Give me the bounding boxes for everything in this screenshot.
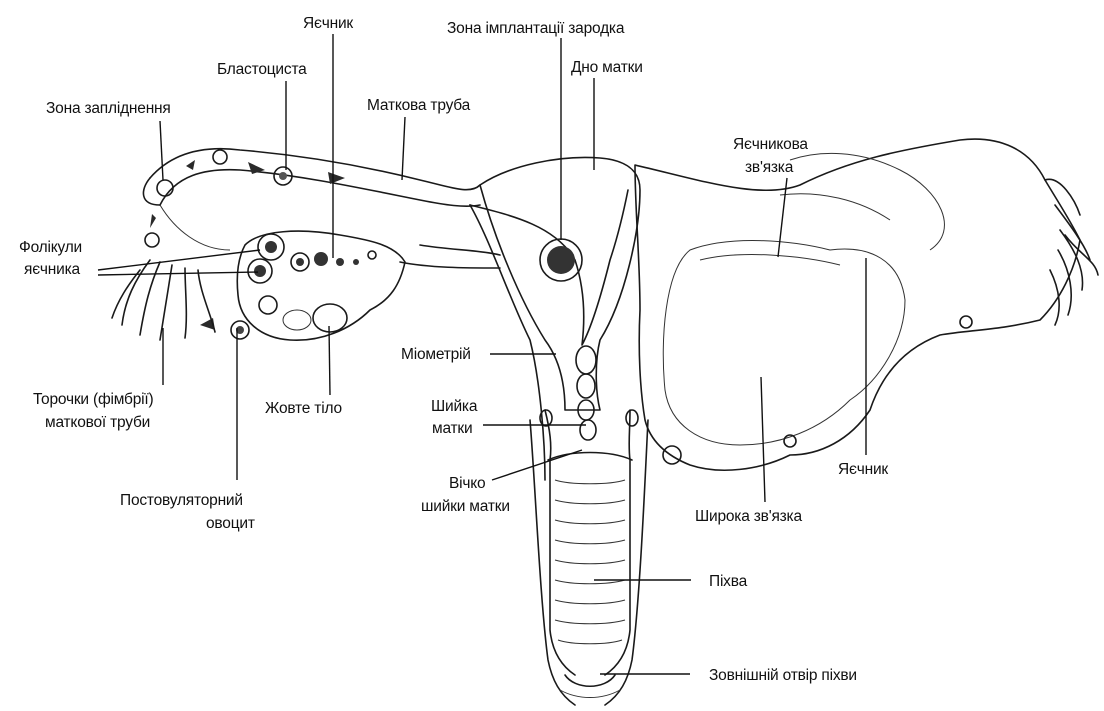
label-external-os-2: шийки матки bbox=[421, 497, 510, 516]
label-implantation-zone: Зона імплантації зародка bbox=[447, 19, 624, 38]
label-follicles-1: Фолікули bbox=[19, 238, 82, 257]
uterus-body bbox=[470, 157, 640, 440]
label-fertilization-zone: Зона запліднення bbox=[46, 99, 171, 118]
label-ovary-top: Яєчник bbox=[303, 14, 353, 33]
label-cervix-1: Шийка bbox=[431, 397, 477, 416]
label-external-os-1: Вічко bbox=[449, 474, 485, 493]
vagina-shape bbox=[530, 410, 648, 705]
label-broad-ligament: Широка зв'язка bbox=[695, 507, 802, 526]
label-postovulatory-2: овоцит bbox=[206, 514, 255, 533]
label-follicles-2: яєчника bbox=[24, 260, 80, 279]
label-uterine-fundus: Дно матки bbox=[571, 58, 643, 77]
label-ovary-right: Яєчник bbox=[838, 460, 888, 479]
label-ovarian-ligament-1: Яєчникова bbox=[733, 135, 808, 154]
label-vaginal-orifice: Зовнішній отвір піхви bbox=[709, 666, 857, 685]
label-fimbriae-1: Торочки (фімбрії) bbox=[33, 390, 153, 409]
label-ovarian-ligament-2: зв'язка bbox=[745, 158, 793, 177]
label-corpus-luteum: Жовте тіло bbox=[265, 399, 342, 418]
label-vagina: Піхва bbox=[709, 572, 747, 591]
label-fallopian-tube: Маткова труба bbox=[367, 96, 470, 115]
label-postovulatory-1: Постовуляторний bbox=[120, 491, 243, 510]
right-fimbriae bbox=[1045, 179, 1098, 325]
label-fimbriae-2: маткової труби bbox=[45, 413, 150, 432]
label-cervix-2: матки bbox=[432, 419, 472, 438]
left-ovary bbox=[231, 231, 405, 340]
label-myometrium: Міометрій bbox=[401, 345, 471, 364]
broad-ligament-shape bbox=[635, 139, 1080, 470]
leader-lines bbox=[98, 34, 866, 674]
label-blastocyst: Бластоциста bbox=[217, 60, 307, 79]
